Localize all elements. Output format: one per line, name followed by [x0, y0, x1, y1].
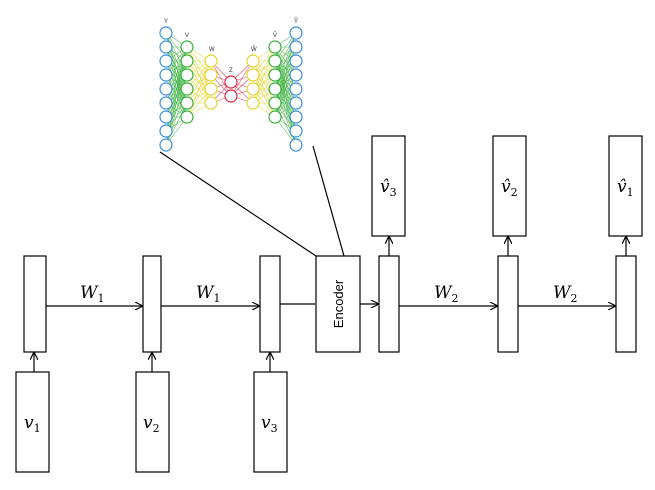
ae-node	[204, 54, 218, 68]
ae-node	[159, 96, 173, 110]
ae-layer-label: W	[209, 47, 215, 53]
input-label-3: v3	[261, 413, 278, 435]
input-box-3	[253, 371, 288, 473]
ae-node	[159, 138, 173, 152]
ae-node	[224, 89, 238, 103]
ae-node	[204, 68, 218, 82]
ae-node	[159, 26, 173, 40]
ae-node	[289, 26, 303, 40]
ae-layer-label: Ŵ	[251, 46, 257, 53]
hidden-state-3	[259, 255, 281, 353]
decoder-state-3	[615, 255, 637, 353]
ae-layer-label: V	[185, 33, 189, 39]
ae-node	[289, 54, 303, 68]
zoom-line-right	[312, 145, 345, 257]
ae-node	[180, 68, 194, 82]
ae-edge	[230, 60, 254, 97]
ae-node	[268, 54, 282, 68]
output-box-2	[492, 135, 527, 237]
input-box-2	[135, 371, 170, 473]
ae-node	[224, 75, 238, 89]
weight-label-3: W2	[434, 283, 458, 305]
ae-node	[289, 124, 303, 138]
ae-node	[159, 110, 173, 124]
output-label-3: v̂1	[617, 177, 634, 199]
hidden-state-1	[23, 255, 47, 353]
ae-edge	[165, 46, 188, 90]
ae-node	[159, 124, 173, 138]
ae-layer-label: Y	[164, 19, 168, 25]
weight-label-1: W1	[80, 283, 104, 305]
ae-edge	[165, 102, 188, 146]
ae-node	[246, 54, 260, 68]
ae-node	[289, 40, 303, 54]
weight-label-4: W2	[553, 283, 577, 305]
zoom-line-left	[159, 151, 317, 257]
ae-node	[246, 96, 260, 110]
ae-node	[289, 82, 303, 96]
output-box-3	[608, 135, 643, 237]
ae-node	[204, 82, 218, 96]
encoder-label: Encoder	[331, 279, 346, 328]
input-box-1	[15, 371, 50, 473]
ae-node	[268, 40, 282, 54]
ae-node	[180, 40, 194, 54]
ae-node	[268, 82, 282, 96]
ae-node	[289, 96, 303, 110]
decoder-state-2	[497, 255, 519, 353]
ae-edge	[186, 60, 212, 104]
ae-node	[289, 68, 303, 82]
output-label-1: v̂3	[380, 177, 397, 199]
ae-node	[159, 54, 173, 68]
ae-node	[180, 110, 194, 124]
ae-node	[289, 138, 303, 152]
ae-node	[268, 68, 282, 82]
input-label-2: v2	[143, 413, 160, 435]
ae-edge	[252, 60, 276, 104]
ae-node	[180, 96, 194, 110]
ae-node	[180, 54, 194, 68]
input-label-1: v1	[24, 413, 41, 435]
hidden-state-2	[142, 255, 162, 353]
autoencoder-network: Y V W Z Ŵ V̂ Ŷ	[159, 18, 303, 152]
ae-node	[289, 110, 303, 124]
encoder-box	[315, 255, 361, 353]
ae-edge	[274, 32, 297, 76]
ae-edge	[252, 46, 276, 90]
ae-node	[159, 40, 173, 54]
ae-node	[159, 68, 173, 82]
ae-node	[268, 110, 282, 124]
ae-edge	[186, 74, 212, 118]
ae-layer-label: V̂	[273, 32, 277, 39]
ae-node	[246, 68, 260, 82]
ae-node	[204, 96, 218, 110]
output-label-2: v̂2	[501, 177, 518, 199]
weight-label-2: W1	[196, 283, 220, 305]
ae-layer-label: Z	[229, 68, 233, 74]
ae-node	[246, 82, 260, 96]
ae-node	[180, 82, 194, 96]
ae-edge	[274, 74, 297, 118]
ae-node	[268, 96, 282, 110]
ae-node	[159, 82, 173, 96]
decoder-state-1	[378, 255, 400, 353]
ae-layer-label: Ŷ	[294, 18, 298, 25]
